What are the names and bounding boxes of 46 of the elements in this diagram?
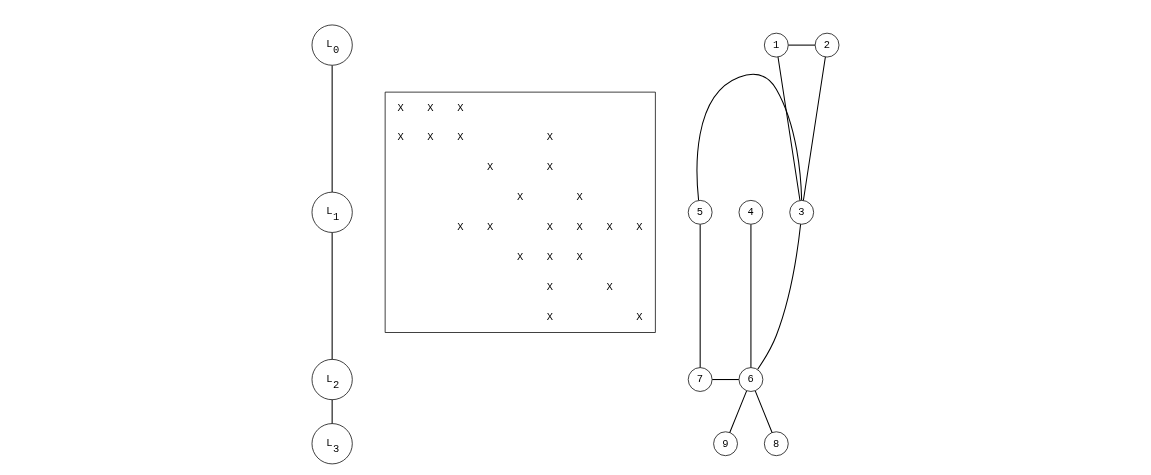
label: X xyxy=(546,250,554,263)
label: X xyxy=(636,221,643,234)
connector xyxy=(696,73,803,201)
label: X xyxy=(516,250,524,263)
connector xyxy=(729,390,748,434)
label: X xyxy=(397,131,404,144)
node-circle: 7 xyxy=(687,367,713,392)
label: X xyxy=(546,221,554,234)
connector xyxy=(754,390,773,434)
connector xyxy=(777,56,801,201)
label: X xyxy=(576,250,583,263)
connector xyxy=(787,44,816,46)
node-circle: 3 xyxy=(789,200,814,225)
label: X xyxy=(487,161,494,174)
label: X xyxy=(636,310,643,323)
node-circle: 6 xyxy=(738,367,764,392)
node-circle: 1 xyxy=(764,32,789,58)
label: X xyxy=(576,221,583,234)
label: X xyxy=(546,280,554,293)
connector xyxy=(802,56,826,201)
connector xyxy=(711,379,740,381)
label: X xyxy=(606,221,613,234)
label: X xyxy=(397,101,404,114)
label: X xyxy=(546,310,554,323)
label: X xyxy=(546,131,554,144)
connector xyxy=(331,65,333,193)
label: X xyxy=(427,131,434,144)
connector xyxy=(331,399,333,425)
label: X xyxy=(606,280,613,293)
label: X xyxy=(427,101,434,114)
connector xyxy=(750,223,752,369)
node-circle: 4 xyxy=(738,200,764,225)
label: X xyxy=(457,221,464,234)
label: X xyxy=(457,131,464,144)
node-circle: 8 xyxy=(764,431,789,457)
connector xyxy=(699,223,701,369)
connector xyxy=(331,232,333,360)
label: X xyxy=(576,191,583,204)
connector xyxy=(757,223,802,370)
label: X xyxy=(546,161,554,174)
label: X xyxy=(516,191,524,204)
node-circle: 2 xyxy=(814,32,840,58)
node-circle: 9 xyxy=(713,431,738,457)
label: X xyxy=(487,221,494,234)
label: X xyxy=(457,101,464,114)
node-circle: 5 xyxy=(687,200,713,225)
